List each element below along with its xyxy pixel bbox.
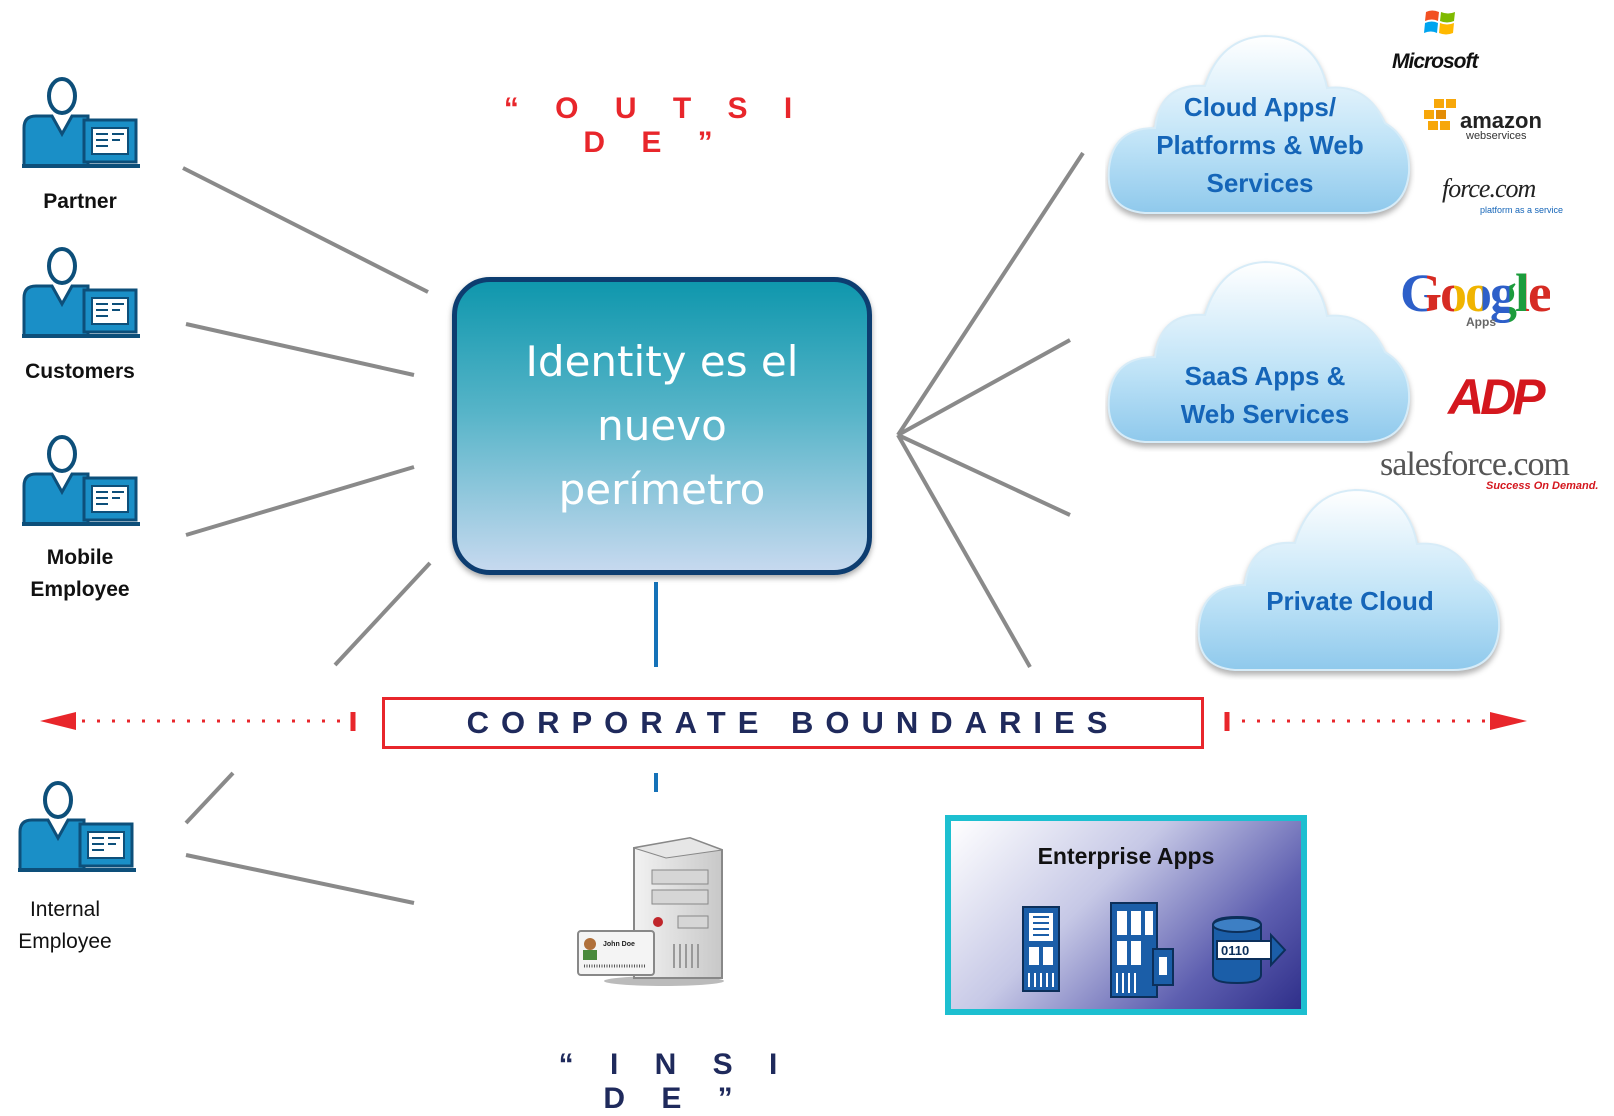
line-partner	[182, 166, 429, 294]
google-apps-label: Apps	[1466, 315, 1496, 329]
connector-lines	[40, 151, 1527, 905]
cloud-apps-cloud-icon	[1105, 28, 1415, 233]
microsoft-logo: Microsoft	[1392, 50, 1478, 73]
mobile-employee-label: Mobile Employee	[10, 542, 150, 606]
partner-label: Partner	[43, 190, 117, 213]
rack-server-icon	[1019, 905, 1063, 1000]
force-com-logo: force.com	[1442, 174, 1536, 203]
inside-label: “ I N S I D E ”	[558, 1048, 792, 1115]
line-private	[897, 433, 1071, 517]
corporate-boundaries-label: CORPORATE BOUNDARIES	[466, 705, 1120, 740]
line-internal-upper	[333, 561, 432, 667]
partner-user-icon	[22, 76, 140, 175]
cloud-apps-line1: Cloud Apps/	[1183, 92, 1337, 122]
customers-label: Customers	[25, 360, 135, 383]
salesforce-tagline: Success On Demand.	[1486, 480, 1599, 492]
line-internal-lower	[184, 771, 235, 825]
cloud-apps-line2: Platforms & Web	[1156, 130, 1364, 160]
line-internal-server	[185, 853, 415, 905]
force-com-tagline: platform as a service	[1480, 205, 1564, 215]
line-enterprise	[896, 434, 1032, 668]
internal-employee-user-icon	[18, 780, 136, 879]
saas-apps-cloud-icon	[1105, 252, 1415, 457]
enterprise-apps-box: Enterprise Apps 0110	[945, 815, 1307, 1015]
blade-server-icon	[1109, 901, 1179, 1006]
corporate-boundaries-banner: CORPORATE BOUNDARIES	[382, 697, 1204, 749]
line-mobile	[185, 465, 415, 537]
mobile-employee-line1: Mobile	[46, 546, 114, 569]
google-logo: Google	[1400, 262, 1552, 324]
adp-logo: ADP	[1448, 369, 1546, 425]
mobile-employee-user-icon	[22, 434, 140, 533]
identity-line3: perímetro	[558, 465, 766, 514]
saas-apps-label: SaaS Apps & Web Services	[1125, 357, 1405, 433]
internal-employee-line1: Internal	[29, 898, 101, 921]
google-logo-text: Google	[1400, 263, 1552, 323]
amazon-webservices-label: webservices	[1466, 130, 1527, 142]
cloud-apps-line3: Services	[1206, 168, 1314, 198]
boundary-arrow-right	[1224, 712, 1527, 731]
internal-employee-label: Internal Employee	[0, 894, 130, 958]
boundary-arrow-left	[40, 712, 356, 731]
mobile-employee-line2: Employee	[30, 578, 130, 601]
id-card-name: John Doe	[603, 941, 635, 948]
private-cloud-label: Private Cloud	[1266, 586, 1434, 616]
enterprise-apps-title: Enterprise Apps	[1037, 843, 1215, 869]
outside-label: “ O U T S I D E ”	[503, 92, 807, 159]
microsoft-windows-logo-icon	[1424, 8, 1456, 43]
internal-employee-line2: Employee	[18, 930, 112, 953]
amazon-logo: amazon	[1460, 108, 1542, 133]
salesforce-logo: salesforce.com	[1380, 446, 1570, 483]
cloud-apps-label: Cloud Apps/ Platforms & Web Services	[1120, 88, 1400, 202]
saas-apps-line2: Web Services	[1180, 399, 1350, 429]
line-saas	[897, 338, 1071, 437]
amazon-logo-icon	[1422, 98, 1458, 139]
svg-text:0110: 0110	[1221, 943, 1249, 958]
database-icon: 0110	[1209, 915, 1289, 990]
saas-apps-line1: SaaS Apps &	[1184, 361, 1346, 391]
identity-perimeter-box: Identity es el nuevo perímetro	[452, 277, 872, 575]
line-cloud-apps	[896, 151, 1085, 437]
private-cloud-icon	[1195, 480, 1505, 685]
identity-line2: nuevo	[597, 401, 727, 450]
customers-user-icon	[22, 246, 140, 345]
identity-server-icon: John Doe	[572, 836, 732, 991]
line-customers	[185, 322, 415, 377]
identity-line1: Identity es el	[525, 337, 799, 386]
